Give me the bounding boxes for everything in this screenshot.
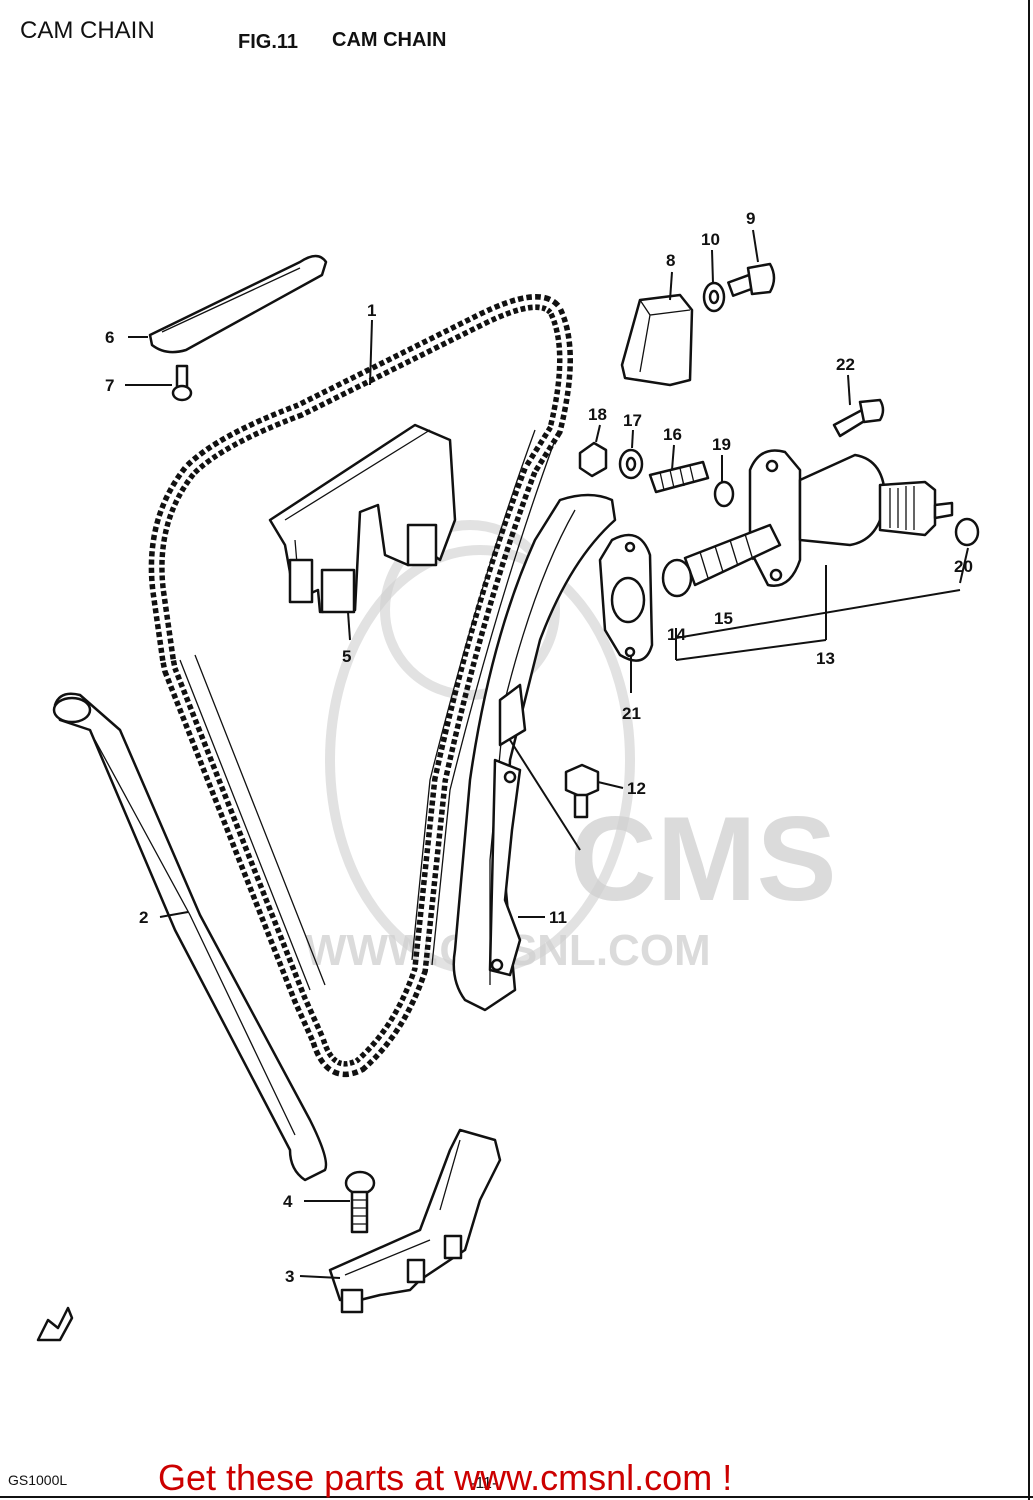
breadcrumb: CAM CHAIN [20, 17, 155, 44]
promo-link[interactable]: Get these parts at www.cmsnl.com ! [158, 1457, 732, 1498]
callout-2[interactable]: 2 [139, 908, 148, 927]
part-13-tensioner-body [748, 449, 954, 587]
callout-3[interactable]: 3 [285, 1267, 294, 1286]
signature-mark [36, 1306, 74, 1342]
model-code: GS1000L [8, 1472, 67, 1488]
part-6-guide [148, 254, 328, 354]
part-11-tensioner-guide [452, 493, 617, 1012]
callout-8[interactable]: 8 [666, 251, 675, 270]
callout-9[interactable]: 9 [746, 209, 755, 228]
callout-22[interactable]: 22 [836, 355, 855, 374]
part-20-nut [954, 517, 980, 547]
figure-label: FIG.11 [238, 31, 298, 53]
callout-6[interactable]: 6 [105, 328, 114, 347]
part-7-bolt [171, 364, 193, 402]
watermark-brand: CMS [570, 792, 837, 926]
callout-18[interactable]: 18 [588, 405, 607, 424]
part-14-rod-end [661, 558, 693, 598]
leader-lines [125, 229, 969, 1279]
callout-20[interactable]: 20 [954, 557, 973, 576]
part-21-gasket [598, 533, 654, 662]
callout-7[interactable]: 7 [105, 376, 114, 395]
part-4-bolt [344, 1170, 376, 1234]
callout-19[interactable]: 19 [712, 435, 731, 454]
part-17-washer [618, 448, 644, 480]
part-18-nut [578, 441, 608, 478]
callout-11[interactable]: 11 [549, 908, 567, 927]
callouts: 1 2 3 4 5 6 7 8 9 10 11 12 13 14 15 16 1… [105, 209, 973, 1286]
part-3-lower-guide [328, 1128, 502, 1314]
callout-15[interactable]: 15 [714, 609, 733, 628]
part-16-spring [648, 460, 710, 494]
part-22-bolt [832, 398, 885, 438]
callout-5[interactable]: 5 [342, 647, 351, 666]
part-10-washer [702, 281, 726, 313]
part-1-cam-chain [148, 294, 573, 1077]
part-12-bolt [564, 763, 600, 819]
callout-1[interactable]: 1 [367, 301, 376, 320]
callout-4[interactable]: 4 [283, 1192, 293, 1211]
callout-10[interactable]: 10 [701, 230, 720, 249]
callout-12[interactable]: 12 [627, 779, 646, 798]
part-19-oring [713, 480, 735, 508]
callout-21[interactable]: 21 [622, 704, 641, 723]
callout-13[interactable]: 13 [816, 649, 835, 668]
callout-17[interactable]: 17 [623, 411, 642, 430]
part-2-front-guide [52, 692, 328, 1182]
watermark: CMS WWW.CMSNL.COM [305, 520, 837, 975]
part-9-bolt [727, 262, 776, 297]
part-8-cap [620, 293, 694, 387]
page-code: -11- [470, 1475, 497, 1492]
watermark-mascot-head [380, 520, 560, 700]
part-5-damper [268, 423, 457, 614]
callout-14[interactable]: 14 [667, 625, 686, 644]
figure-title: CAM CHAIN [332, 29, 446, 51]
callout-16[interactable]: 16 [663, 425, 682, 444]
